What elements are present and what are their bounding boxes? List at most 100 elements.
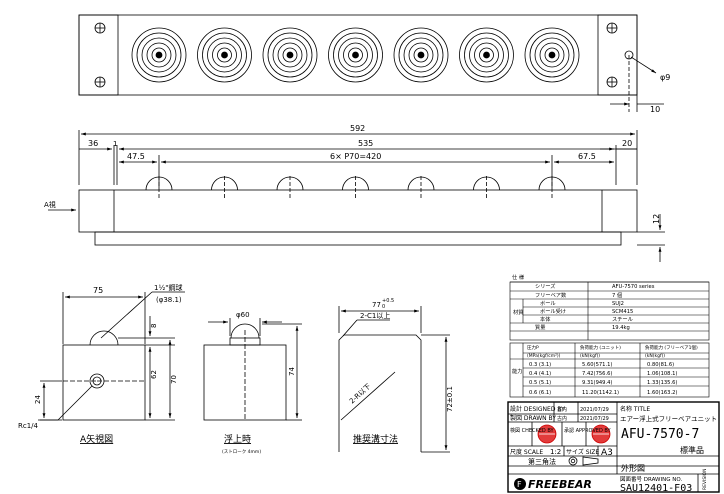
ball-dome-front <box>145 176 173 198</box>
front-view <box>48 130 665 262</box>
label-ball-dia: (φ38.1) <box>156 296 182 304</box>
load-cell: 7.42(756.6) <box>582 371 612 377</box>
dim-first-pitch: 47.5 <box>127 152 145 161</box>
tb-name-label: 名称 TITLE <box>620 405 650 413</box>
tb-size-label: サイズ SIZE <box>566 448 599 456</box>
tb-std: 標準品 <box>680 445 704 455</box>
tb-drawn-label: 製図 DRAWN BY <box>510 414 556 422</box>
spec-load-label: 能力 <box>512 367 522 375</box>
dim-end-70: 70 <box>170 375 178 384</box>
load-cell: 0.80(81.6) <box>647 362 674 368</box>
dim-last-pitch: 67.5 <box>578 152 596 161</box>
ball-dome-front <box>538 176 566 198</box>
dim-pitch-total: 6× P70=420 <box>330 152 381 161</box>
spec-row-label: シリーズ <box>535 282 556 290</box>
ball-circles-top <box>131 27 580 83</box>
dim-hole-dia: φ9 <box>660 73 670 82</box>
load-col-unit: (kN(kgf)) <box>580 353 600 359</box>
label-groove-c: 2-C1以上 <box>360 311 390 320</box>
load-cell: 0.5 (5.1) <box>529 380 551 386</box>
spec-header: 仕 様 <box>512 273 525 281</box>
front-base <box>94 231 622 246</box>
ball-dome-front <box>473 176 500 198</box>
caption-groove: 推奨溝寸法 <box>353 433 398 445</box>
spec-row-label: ボール受け <box>540 307 566 315</box>
ball-unit-top <box>328 27 383 83</box>
end-view-body <box>62 344 146 421</box>
tb-scale-label: 尺度 SCALE <box>510 448 543 456</box>
load-col-header: 負荷能力 (フリーベア1個) <box>645 344 698 351</box>
spec-row-label: ボール <box>540 299 556 307</box>
tb-designed-label: 設計 DESIGNED BY <box>510 405 565 413</box>
title-block <box>507 401 720 493</box>
load-col-unit: (MPa(kgf/cm²)) <box>527 353 561 359</box>
dim-groove-h: 72±0.1 <box>446 386 454 412</box>
tb-projection: 第三角法 <box>528 457 556 466</box>
spec-row-value: 7 個 <box>612 291 622 299</box>
ball-unit-top <box>459 27 514 83</box>
tb-date2: 2021/07/29 <box>580 416 609 422</box>
dim-end-62: 62 <box>150 370 158 379</box>
ball-unit-top <box>197 27 252 83</box>
load-col-header: 負荷能力 (ユニット) <box>580 344 621 351</box>
dim-groove-tol: +0.5 <box>382 298 394 304</box>
load-cell: 0.4 (4.1) <box>529 371 551 377</box>
load-cell: 11.20(1142.1) <box>582 390 619 396</box>
tb-stamp2: 古内 <box>557 415 567 422</box>
spec-row-label: 本体 <box>540 315 551 323</box>
top-view <box>78 14 664 112</box>
ball-domes-front <box>145 176 566 198</box>
spec-row-label: フリーベア数 <box>535 291 567 299</box>
load-cell: 0.6 (6.1) <box>529 390 551 396</box>
dim-float-dia: φ60 <box>236 311 250 319</box>
dim-float-74: 74 <box>288 367 296 376</box>
brand-logo: F FREEBEAR <box>514 478 592 491</box>
tb-shape: 外形図 <box>621 463 645 473</box>
tb-drawing-no-label: 図面番号 DRAWING NO. <box>620 476 682 483</box>
spec-row-value: SCM415 <box>612 309 633 315</box>
corner-bolts <box>94 22 618 88</box>
spec-row-value: 19.4kg <box>612 325 630 331</box>
tb-model: AFU-7570-7 <box>621 427 699 442</box>
projection-symbol <box>568 456 599 466</box>
caption-float-sub: (ストローク 4mm) <box>222 449 261 455</box>
label-groove-r: 2-R以下 <box>348 382 373 405</box>
ball-unit-top <box>262 27 318 83</box>
dim-pitch-span: 535 <box>358 139 373 148</box>
dim-left-offset: 36 <box>88 139 98 148</box>
spec-material-label: 材質 <box>513 308 523 316</box>
tb-checked-label: 検図 CHECKED BY <box>510 427 555 434</box>
view-arrow-label: A視 <box>44 200 56 209</box>
dim-height-small: 12 <box>652 214 661 224</box>
ball-dome-front <box>276 176 304 198</box>
dim-end-8: 8 <box>150 324 158 328</box>
ball-dome-front <box>211 176 238 198</box>
load-cell: 1.33(135.6) <box>647 380 677 386</box>
tb-approved-label: 承認 APPROVED BY <box>564 427 612 434</box>
load-cell: 1.06(108.1) <box>647 371 677 377</box>
dim-edge-offset: 10 <box>650 105 660 114</box>
caption-view-a: A矢視図 <box>80 433 113 445</box>
tb-name: エアー浮上式フリーベアユニット <box>620 414 717 423</box>
dim-left-small: 1 <box>113 140 117 148</box>
tb-brand: FREEBEAR <box>528 478 592 491</box>
tb-scale: 1:2 <box>550 448 561 456</box>
load-col-unit: (kN(kgf)) <box>645 353 665 359</box>
float-view <box>203 318 302 421</box>
spec-row-value: SUJ2 <box>612 301 624 307</box>
groove-view <box>338 306 450 453</box>
end-view-a <box>38 291 185 421</box>
ball-dome-front <box>342 176 369 198</box>
spec-row-value: スチール <box>612 316 633 323</box>
dim-overall-length: 592 <box>350 124 365 133</box>
ball-unit-top <box>131 27 187 83</box>
label-port: Rc1/4 <box>18 422 39 430</box>
load-col-header: 圧力P <box>527 344 539 351</box>
load-cell: 1.60(163.2) <box>647 390 677 396</box>
dim-right-offset: 20 <box>622 139 632 148</box>
front-body <box>78 189 638 233</box>
dim-end-width: 75 <box>93 286 103 295</box>
dim-end-24: 24 <box>34 395 42 404</box>
